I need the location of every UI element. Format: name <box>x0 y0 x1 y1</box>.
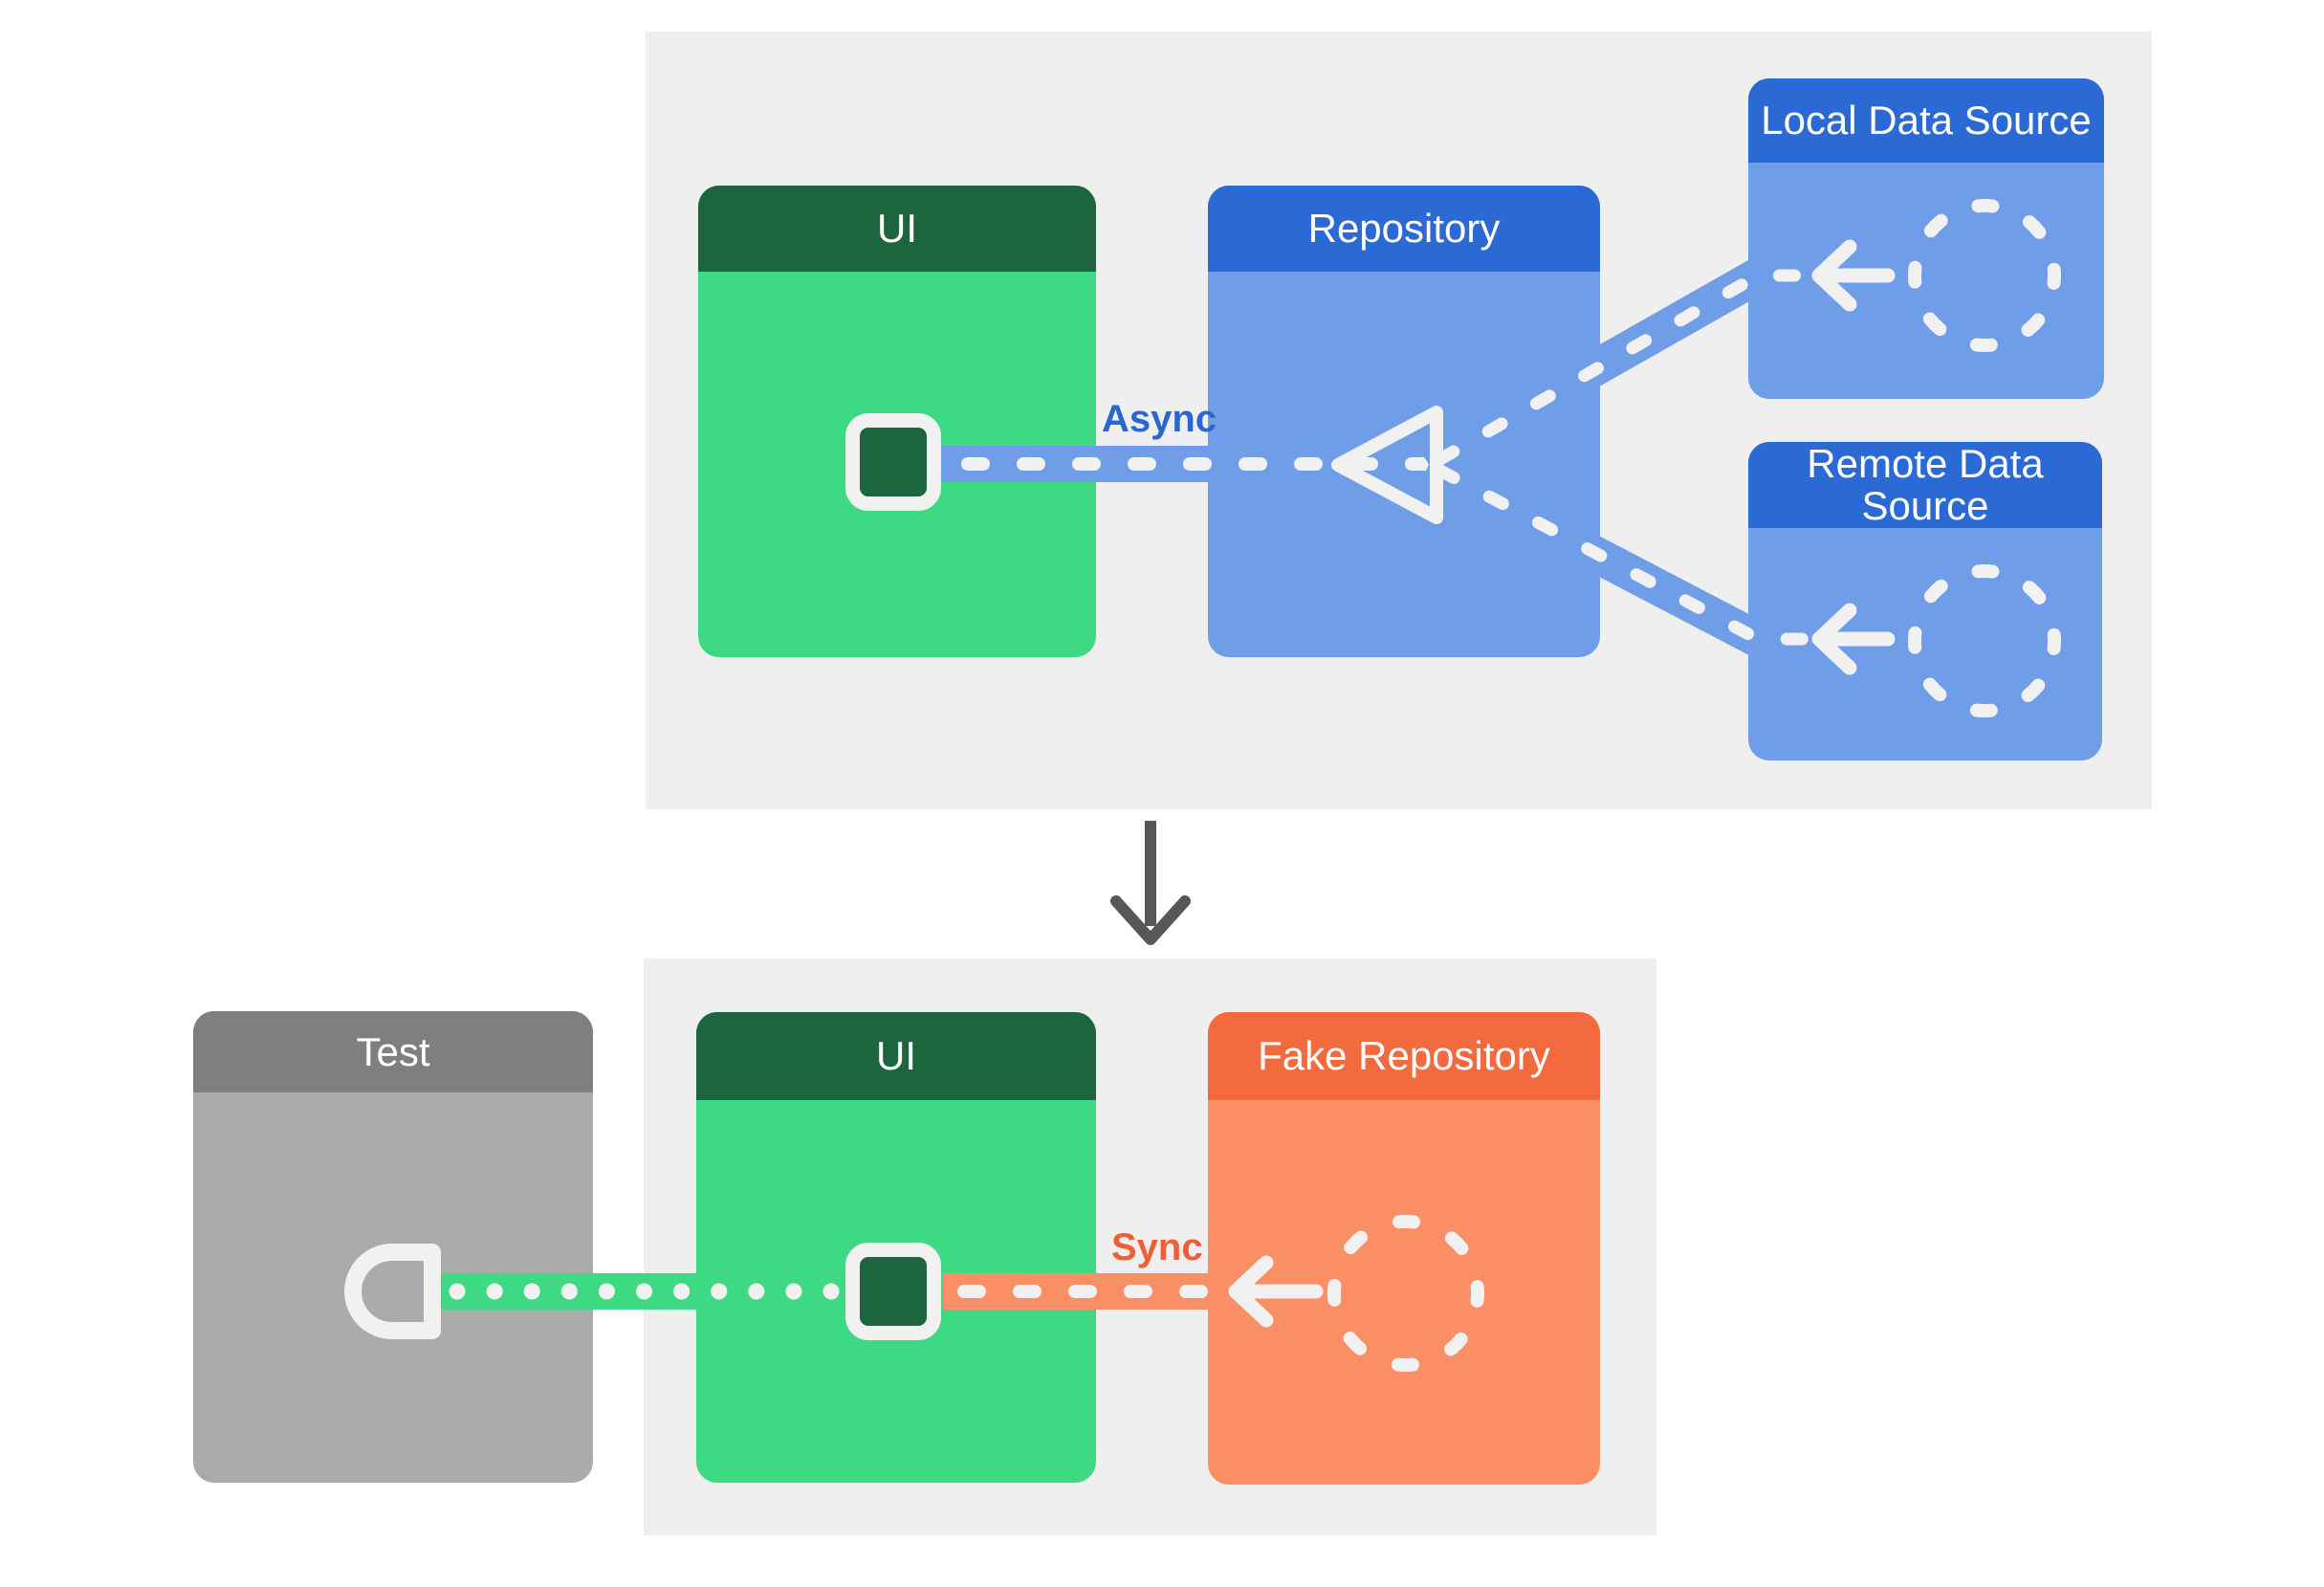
sync-label: Sync <box>1111 1226 1203 1268</box>
card-header: Remote Data Source <box>1748 442 2102 528</box>
widget-icon <box>845 413 941 511</box>
widget-icon <box>845 1243 941 1340</box>
down-arrow-icon <box>1110 895 1191 945</box>
card-title: Local Data Source <box>1761 98 2092 143</box>
card-title: Test <box>356 1028 430 1074</box>
card-local-data-source: Local Data Source <box>1748 78 2104 399</box>
card-header: Fake Repository <box>1208 1012 1600 1100</box>
card-header: Repository <box>1208 186 1600 272</box>
card-ui-top: UI <box>698 186 1096 657</box>
card-test: Test <box>193 1011 593 1483</box>
card-header: Test <box>193 1011 593 1092</box>
card-fake-repository: Fake Repository <box>1208 1012 1600 1485</box>
card-header: UI <box>696 1012 1096 1100</box>
card-title: Remote Data Source <box>1807 441 2044 528</box>
card-remote-data-source: Remote Data Source <box>1748 442 2102 760</box>
async-label: Async <box>1102 398 1217 440</box>
card-title: Repository <box>1307 206 1501 251</box>
card-header: Local Data Source <box>1748 78 2104 163</box>
card-repository: Repository <box>1208 186 1600 657</box>
card-header: UI <box>698 186 1096 272</box>
card-title: UI <box>876 1033 916 1078</box>
card-title: UI <box>877 206 917 251</box>
card-title: Fake Repository <box>1258 1033 1550 1078</box>
